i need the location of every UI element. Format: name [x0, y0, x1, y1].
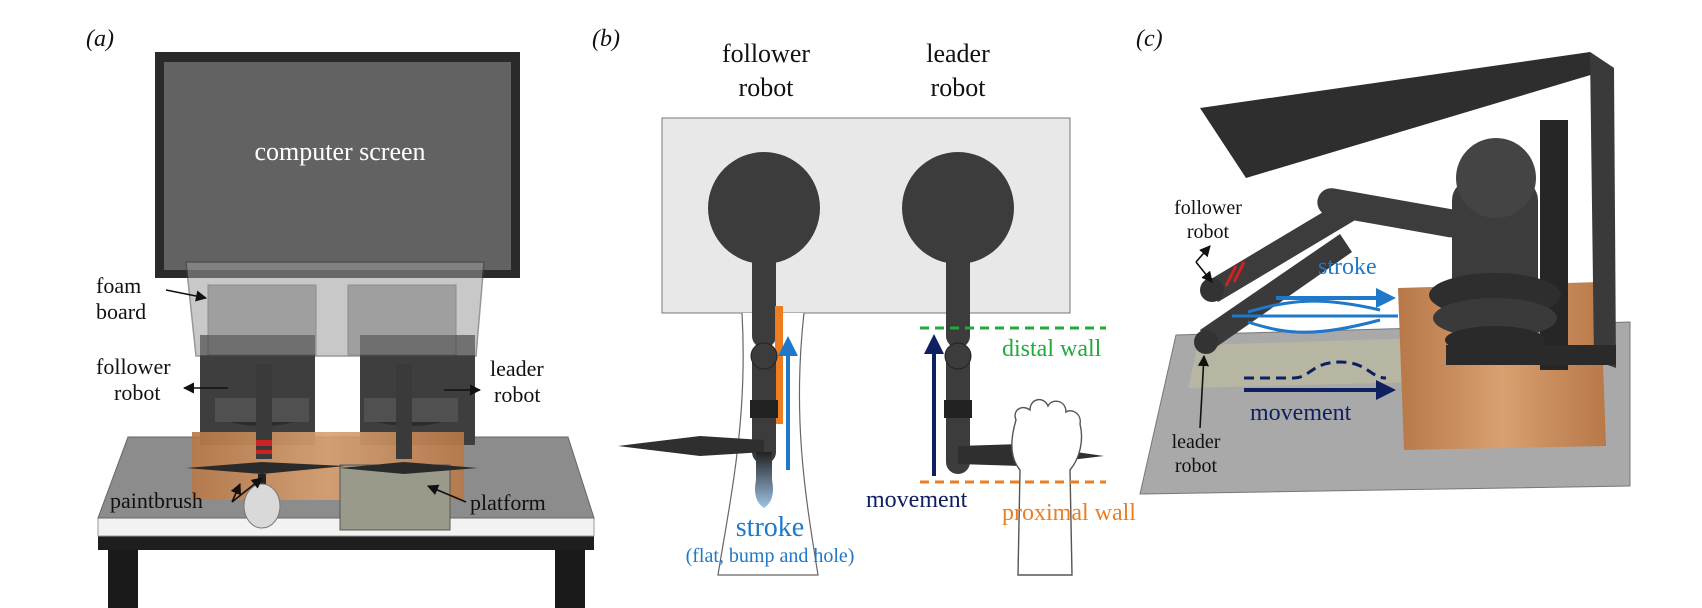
arms-c: [1194, 188, 1466, 354]
panel-a: (a) computer screen: [86, 26, 595, 608]
hand-icon: [1011, 399, 1083, 576]
frame-c: [1200, 52, 1616, 370]
foam-label-line2: board: [96, 299, 146, 324]
proximal-wall-label: proximal wall: [1002, 500, 1136, 526]
movement-paths-c: movement: [1244, 360, 1396, 426]
foam-arrow: [165, 289, 208, 302]
follower-label-a-line1: follower: [96, 354, 171, 379]
foam-board: [185, 261, 485, 357]
platform-block: [339, 464, 451, 531]
leader-label-c-line2: robot: [1175, 455, 1218, 477]
paintbrush-arrow-1: [231, 477, 263, 503]
paintbrush-label: paintbrush: [110, 488, 203, 513]
panel-c-letter: (c): [1136, 26, 1163, 52]
foam-label-line1: foam: [96, 273, 141, 298]
screen-label: computer screen: [254, 137, 425, 166]
stroke-sub-label: (flat, bump and hole): [686, 545, 855, 567]
robot-body-c: [1429, 138, 1561, 354]
movement-label-b: movement: [866, 487, 968, 513]
platform-arrow: [426, 484, 467, 503]
stroke-paths-c: stroke: [1232, 254, 1398, 334]
follower-arrow-c: [1195, 245, 1211, 263]
follower-robot-b: [618, 152, 820, 508]
follower-label-c-line2: robot: [1187, 221, 1230, 243]
computer-screen: computer screen: [155, 52, 520, 278]
leader-robot-b: [902, 152, 1104, 576]
leader-arrow-c: [1197, 354, 1210, 429]
leader-label-c-line1: leader: [1172, 431, 1221, 453]
distal-wall-label: distal wall: [1002, 336, 1102, 362]
platform-label: platform: [470, 490, 546, 515]
follower-arrow-c2: [1195, 261, 1213, 283]
stroke-label-c: stroke: [1318, 254, 1377, 280]
panel-b: (b) follower robot leader robot: [592, 26, 1136, 576]
follower-header-line2: robot: [739, 73, 795, 102]
panel-c: (c): [1136, 26, 1631, 495]
leader-header-line1: leader: [926, 39, 990, 68]
paintbrush-arrow-2: [230, 482, 242, 503]
panel-a-letter: (a): [86, 26, 114, 52]
robot-arms: [186, 364, 478, 529]
movement-label-c: movement: [1250, 400, 1352, 426]
follower-label-a-line2: robot: [114, 380, 160, 405]
follower-label-c-line1: follower: [1174, 197, 1242, 219]
platform-c: [1188, 338, 1420, 388]
stroke-label-b: stroke: [736, 512, 804, 543]
follower-header-line1: follower: [722, 39, 810, 68]
leader-label-a-line1: leader: [490, 356, 544, 381]
panel-b-letter: (b): [592, 26, 620, 52]
leader-label-a-line2: robot: [494, 382, 540, 407]
leader-header-line2: robot: [931, 73, 987, 102]
